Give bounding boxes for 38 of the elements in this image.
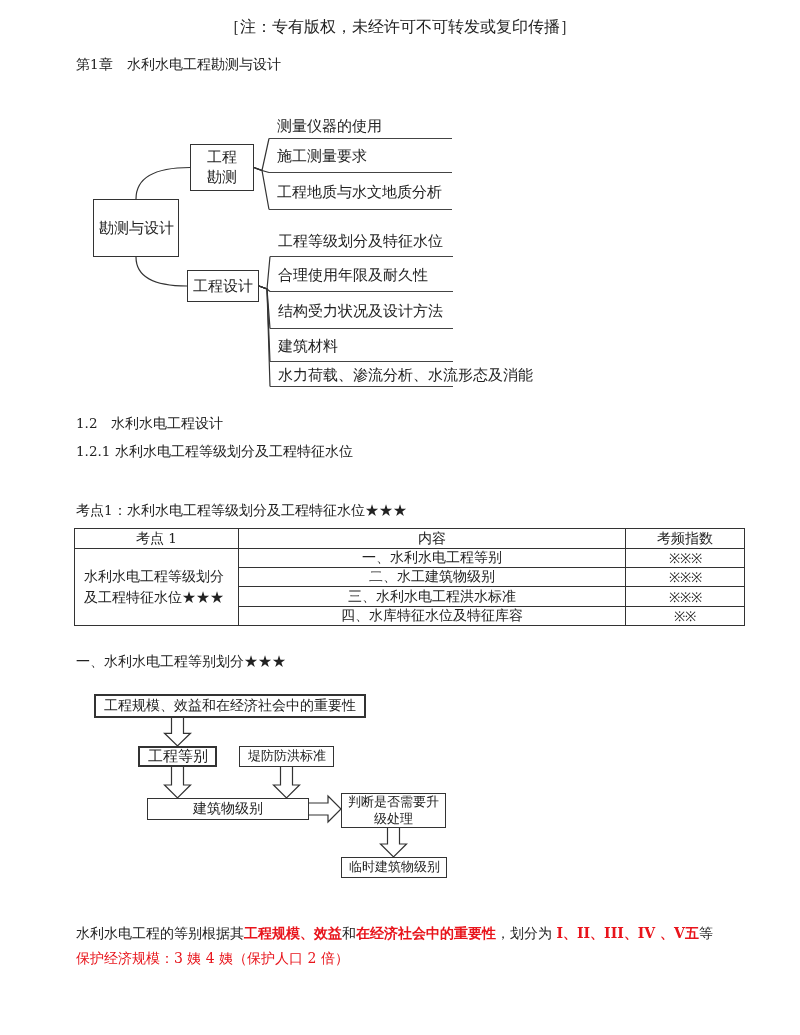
note-text: 保护经济规模：3 姨 4 姨（保护人口 2 倍） <box>76 949 349 968</box>
process-box: 堤防防洪标准 <box>239 746 334 767</box>
branch-label: 水力荷载、渗流分析、水流形态及消能 <box>270 363 533 387</box>
table-header-cell: 考频指数 <box>625 528 745 549</box>
block-arrow <box>163 766 192 799</box>
connector-line <box>135 166 191 200</box>
branch-line <box>258 285 271 388</box>
table-cell: ※※ <box>625 606 745 626</box>
branch-line <box>253 166 270 211</box>
section-heading: 1.2 水利水电工程设计 <box>76 415 224 433</box>
block-arrow <box>308 794 342 824</box>
branch-label: 工程地质与水文地质分析 <box>269 174 452 210</box>
process-box: 判断是否需要升级处理 <box>341 793 446 828</box>
block-arrow <box>163 717 192 747</box>
copyright-note: ［注：专有版权，未经许可不可转发或复印传播］ <box>223 17 577 38</box>
process-box: 工程等别 <box>138 746 217 767</box>
branch-label: 工程等级划分及特征水位 <box>270 226 453 257</box>
block-arrow <box>379 827 408 858</box>
branch-label: 测量仪器的使用 <box>269 113 452 139</box>
branch-label: 建筑材料 <box>270 330 453 362</box>
connector-line <box>135 256 188 287</box>
table-cell: 四、水库特征水位及特征库容 <box>238 606 626 626</box>
section-heading: 一、水利水电工程等别划分★★★ <box>76 653 286 671</box>
process-box: 工程规模、效益和在经济社会中的重要性 <box>94 694 366 718</box>
table-cell: 水利水电工程等级划分及工程特征水位★★★ <box>74 548 239 626</box>
topic-box: 工程勘测 <box>190 144 254 191</box>
branch-label: 合理使用年限及耐久性 <box>270 258 453 292</box>
process-box: 建筑物级别 <box>147 798 309 820</box>
process-box: 临时建筑物级别 <box>341 857 447 878</box>
section-heading: 1.2.1 水利水电工程等级划分及工程特征水位 <box>76 443 353 461</box>
topic-box: 勘测与设计 <box>93 199 179 257</box>
paragraph: 水利水电工程的等别根据其工程规模、效益和在经济社会中的重要性，划分为 I、II、III、IV 、V五等 <box>76 924 713 943</box>
branch-label: 施工测量要求 <box>269 140 452 173</box>
block-arrow <box>272 766 301 799</box>
topic-box: 工程设计 <box>187 270 259 302</box>
branch-label: 结构受力状况及设计方法 <box>270 293 453 329</box>
chapter-heading: 第1章 水利水电工程勘测与设计 <box>76 56 281 74</box>
exam-point-heading: 考点1：水利水电工程等级划分及工程特征水位★★★ <box>76 502 407 520</box>
